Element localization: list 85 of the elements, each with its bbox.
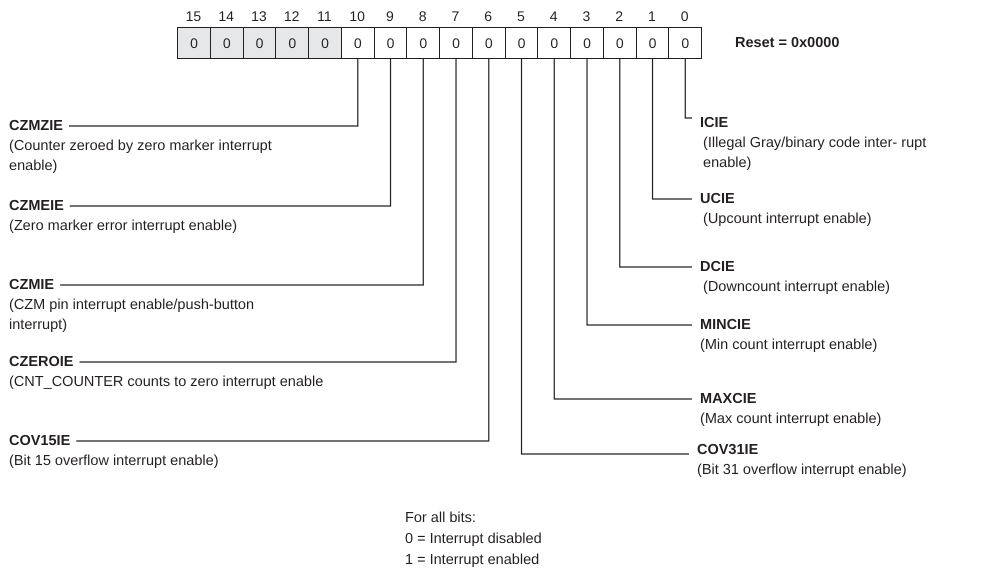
- field-name: COV15IE: [9, 432, 70, 450]
- bit-value: 0: [256, 35, 264, 51]
- bit-value: 0: [484, 35, 493, 51]
- bit-number: 9: [384, 7, 395, 26]
- bit-number: 10: [348, 7, 366, 26]
- field-description: (Bit 31 overflow interrupt enable): [697, 461, 908, 480]
- register-bit-cell: [406, 27, 440, 59]
- bit-number: 6: [483, 7, 494, 26]
- bit-number: 4: [548, 7, 559, 26]
- field-description: (Upcount interrupt enable): [702, 210, 872, 229]
- register-bit-cell: [570, 27, 604, 59]
- leader-line: [554, 59, 692, 400]
- bit-number: 5: [516, 7, 526, 26]
- register-bit-cell: [668, 27, 702, 59]
- register-bit-cell: [602, 27, 637, 59]
- bit-number: 8: [418, 7, 428, 26]
- leader-line: [619, 59, 692, 268]
- field-name: DCIE: [700, 258, 735, 276]
- register-bit-cell: [537, 27, 572, 59]
- field-description: (Illegal Gray/binary code inter- rupt enable): [702, 134, 928, 173]
- note-text: 1 = Interrupt enabled: [405, 551, 540, 570]
- bit-number: 7: [450, 7, 460, 26]
- bit-value: 0: [222, 35, 231, 51]
- bit-number: 12: [282, 7, 300, 26]
- bit-value: 0: [190, 35, 198, 51]
- field-name: MINCIE: [700, 316, 751, 334]
- bit-value: 0: [452, 35, 460, 51]
- register-bit-cell: [472, 27, 506, 59]
- reset-value: Reset = 0x0000: [735, 34, 840, 53]
- field-name: CZMZIE: [9, 117, 63, 135]
- bit-value: 0: [550, 35, 558, 51]
- field-name: MAXCIE: [700, 390, 756, 408]
- field-description: (Downcount interrupt enable): [702, 278, 891, 297]
- bit-number: 2: [614, 7, 624, 26]
- note-text: For all bits:: [405, 509, 476, 528]
- register-bit-cell: [439, 27, 474, 59]
- leader-line: [520, 59, 689, 455]
- leader-line: [60, 59, 424, 286]
- leader-line: [70, 59, 392, 207]
- bit-number: 14: [217, 7, 235, 26]
- register-bit-cell: [308, 27, 342, 59]
- bit-value: 0: [518, 35, 526, 51]
- bit-value: 0: [583, 35, 591, 51]
- register-bit-cell: [177, 27, 212, 59]
- note-text: 0 = Interrupt disabled: [405, 530, 542, 549]
- bit-number: 11: [316, 7, 333, 26]
- register-bit-cell: [275, 27, 310, 59]
- bit-number: 13: [250, 7, 268, 26]
- leader-line: [684, 59, 692, 119]
- register-bit-cell: [504, 27, 539, 59]
- bit-value: 0: [681, 35, 690, 51]
- field-description: (CZM pin interrupt enable/push-button interrupt): [9, 296, 256, 335]
- field-name: CZMIE: [9, 276, 54, 294]
- register-bit-cell: [636, 27, 670, 59]
- field-name: ICIE: [700, 114, 728, 132]
- field-name: COV31IE: [697, 441, 758, 459]
- bit-value: 0: [648, 35, 656, 51]
- bit-number: 3: [581, 7, 592, 26]
- leader-line: [76, 59, 490, 442]
- register-bit-cell: [242, 27, 277, 59]
- bit-value: 0: [386, 35, 394, 51]
- field-name: CZEROIE: [9, 353, 74, 371]
- bit-value: 0: [354, 35, 362, 51]
- field-description: (Counter zeroed by zero marker interrupt enable): [9, 137, 273, 176]
- field-description: (CNT_COUNTER counts to zero interrupt enable: [9, 373, 324, 392]
- bit-number: 0: [680, 7, 690, 26]
- bit-number: 1: [646, 7, 657, 26]
- field-description: (Zero marker error interrupt enable): [9, 217, 238, 236]
- field-description: (Bit 15 overflow interrupt enable): [9, 452, 220, 471]
- bit-value: 0: [321, 35, 329, 51]
- field-description: (Min count interrupt enable): [700, 336, 878, 355]
- leader-line: [586, 59, 692, 326]
- register-bit-cell: [340, 27, 375, 59]
- register-bit-cell: [210, 27, 244, 59]
- bit-value: 0: [616, 35, 624, 51]
- register-bit-cell: [374, 27, 408, 59]
- bit-value: 0: [288, 35, 296, 51]
- bit-number: 15: [184, 7, 202, 26]
- leader-line: [79, 59, 457, 363]
- field-description: (Max count interrupt enable): [700, 410, 882, 429]
- field-name: CZMEIE: [9, 197, 64, 215]
- field-name: UCIE: [700, 190, 735, 208]
- bit-value: 0: [419, 35, 428, 51]
- leader-line: [68, 59, 358, 127]
- leader-line: [652, 59, 692, 200]
